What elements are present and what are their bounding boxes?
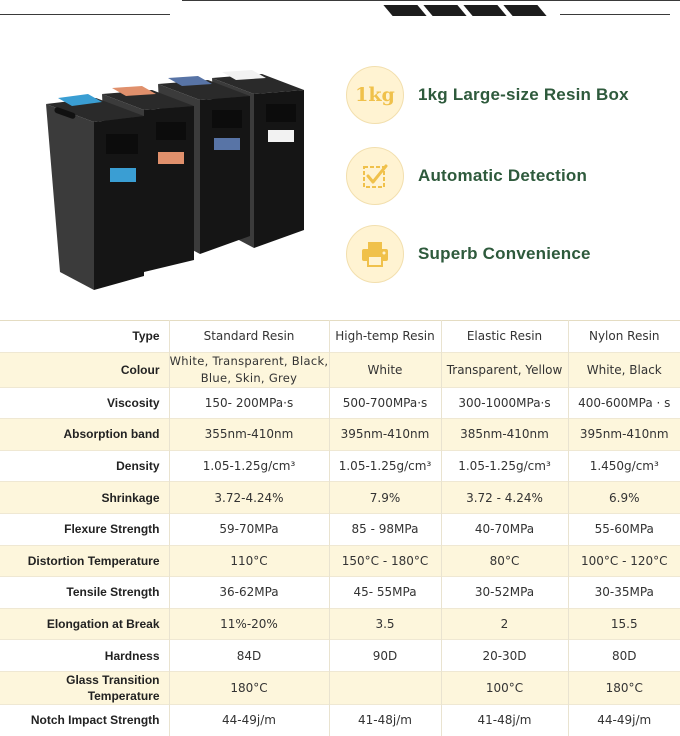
spec-table: Type Standard Resin High-temp Resin Elas… (0, 320, 680, 736)
feature-label: 1kg Large-size Resin Box (418, 85, 629, 104)
table-cell: 395nm-410nm (329, 418, 442, 451)
table-cell: 84D (169, 639, 330, 672)
table-cell: White (329, 351, 442, 388)
1kg-badge-icon: 1kg (346, 66, 404, 124)
table-row: Glass Transition Temperature 180°C 100°C… (0, 670, 680, 705)
table-cell: 355nm-410nm (169, 418, 330, 451)
table-cell: 180°C (568, 670, 680, 705)
table-cell: 395nm-410nm (568, 418, 680, 451)
table-cell: 80D (568, 639, 680, 672)
row-label: Viscosity (0, 386, 170, 419)
table-cell: 400-600MPa · s (568, 386, 680, 419)
table-cell: 3.72-4.24% (169, 481, 330, 514)
resin-boxes-image (46, 70, 304, 290)
header-line-top (182, 0, 680, 1)
table-row: Flexure Strength 59-70MPa 85 - 98MPa 40-… (0, 512, 680, 546)
table-header-row: Type Standard Resin High-temp Resin Elas… (0, 320, 680, 353)
row-label: Glass Transition Temperature (0, 670, 170, 705)
table-cell: White, Black (568, 351, 680, 388)
table-cell: 15.5 (568, 607, 680, 640)
feature-automatic-detection: Automatic Detection (346, 147, 587, 205)
row-label: Absorption band (0, 418, 170, 451)
table-cell: 41-48j/m (441, 703, 569, 736)
checkbox-icon (346, 147, 404, 205)
row-label: Distortion Temperature (0, 544, 170, 577)
table-cell: 180°C (169, 670, 330, 705)
table-cell: 1.05-1.25g/cm³ (169, 449, 330, 482)
table-cell: 300-1000MPa·s (441, 386, 569, 419)
table-row: Shrinkage 3.72-4.24% 7.9% 3.72 - 4.24% 6… (0, 481, 680, 514)
table-cell: 11%-20% (169, 607, 330, 640)
table-cell: 3.5 (329, 607, 442, 640)
row-label: Colour (0, 351, 170, 388)
table-row: Elongation at Break 11%-20% 3.5 2 15.5 (0, 607, 680, 640)
row-label: Shrinkage (0, 481, 170, 514)
table-row: Notch Impact Strength 44-49j/m 41-48j/m … (0, 703, 680, 736)
table-row: Hardness 84D 90D 20-30D 80D (0, 639, 680, 672)
table-cell: 1.05-1.25g/cm³ (329, 449, 442, 482)
table-row: Colour White, Transparent, Black, Blue, … (0, 351, 680, 388)
table-row: Viscosity 150- 200MPa·s 500-700MPa·s 300… (0, 386, 680, 419)
header-cell: Standard Resin (169, 320, 330, 353)
resin-box-black (46, 94, 144, 290)
table-cell: 100°C - 120°C (568, 544, 680, 577)
header-line-right (560, 14, 670, 15)
table-cell: 1.05-1.25g/cm³ (441, 449, 569, 482)
table-row: Density 1.05-1.25g/cm³ 1.05-1.25g/cm³ 1.… (0, 449, 680, 482)
table-cell: 59-70MPa (169, 512, 330, 546)
printer-icon (346, 225, 404, 283)
table-cell: 55-60MPa (568, 512, 680, 546)
table-cell: 40-70MPa (441, 512, 569, 546)
table-cell: 100°C (441, 670, 569, 705)
row-label: Flexure Strength (0, 512, 170, 546)
table-cell: 385nm-410nm (441, 418, 569, 451)
table-cell: 150- 200MPa·s (169, 386, 330, 419)
table-cell: 45- 55MPa (329, 576, 442, 609)
table-cell: 85 - 98MPa (329, 512, 442, 546)
table-cell: 80°C (441, 544, 569, 577)
table-cell: 3.72 - 4.24% (441, 481, 569, 514)
feature-superb-convenience: Superb Convenience (346, 225, 591, 283)
header-cell: Type (0, 320, 170, 353)
table-cell: 1.450g/cm³ (568, 449, 680, 482)
table-cell (329, 670, 442, 705)
header-cell: Nylon Resin (568, 320, 680, 353)
feature-label: Automatic Detection (418, 166, 588, 185)
table-cell: White, Transparent, Black, Blue, Skin, G… (169, 351, 330, 388)
table-row: Absorption band 355nm-410nm 395nm-410nm … (0, 418, 680, 451)
table-cell: Transparent, Yellow (441, 351, 569, 388)
table-row: Distortion Temperature 110°C 150°C - 180… (0, 544, 680, 577)
table-cell: 500-700MPa·s (329, 386, 442, 419)
table-cell: 41-48j/m (329, 703, 442, 736)
row-label: Hardness (0, 639, 170, 672)
table-cell: 110°C (169, 544, 330, 577)
feature-large-box: 1kg 1kg Large-size Resin Box (346, 66, 629, 124)
row-label: Tensile Strength (0, 576, 170, 609)
header-line-left (0, 14, 170, 15)
table-cell: 7.9% (329, 481, 442, 514)
table-cell: 2 (441, 607, 569, 640)
table-cell: 90D (329, 639, 442, 672)
table-cell: 6.9% (568, 481, 680, 514)
row-label: Notch Impact Strength (0, 703, 170, 736)
table-cell: 150°C - 180°C (329, 544, 442, 577)
feature-label: Superb Convenience (418, 244, 591, 263)
table-row: Tensile Strength 36-62MPa 45- 55MPa 30-5… (0, 576, 680, 609)
table-cell: 30-52MPa (441, 576, 569, 609)
table-cell: 44-49j/m (169, 703, 330, 736)
table-cell: 20-30D (441, 639, 569, 672)
table-cell: 30-35MPa (568, 576, 680, 609)
row-label: Elongation at Break (0, 607, 170, 640)
header-cell: Elastic Resin (441, 320, 569, 353)
table-cell: 44-49j/m (568, 703, 680, 736)
table-cell: 36-62MPa (169, 576, 330, 609)
header-cell: High-temp Resin (329, 320, 442, 353)
row-label: Density (0, 449, 170, 482)
